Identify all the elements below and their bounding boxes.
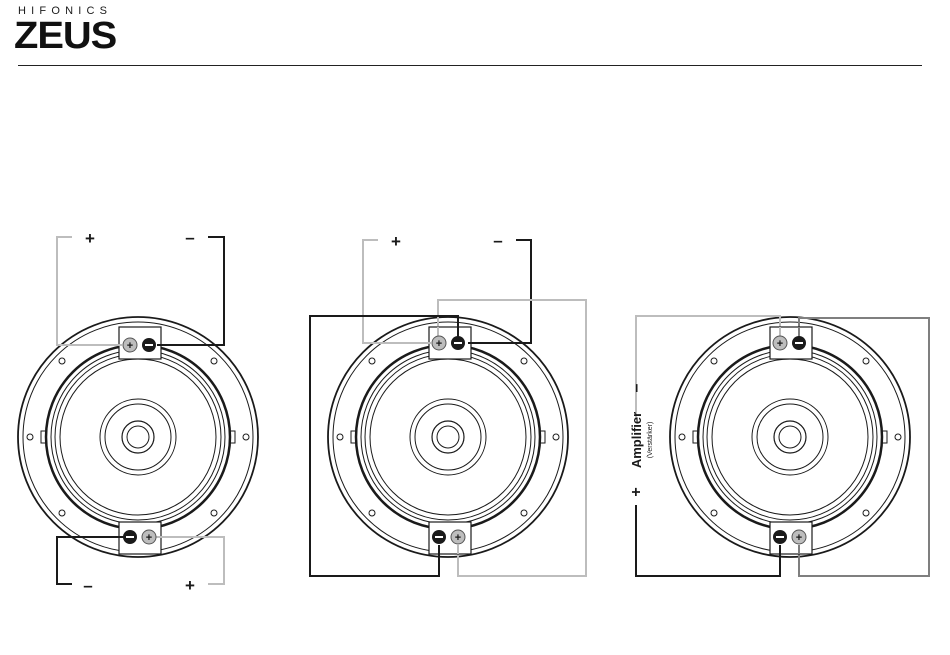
- plus-terminal-bottom: +: [792, 530, 806, 544]
- plus-terminal-top: +: [773, 336, 787, 350]
- minus-terminal-top: [451, 336, 465, 350]
- label-minus-bottom: –: [83, 576, 92, 595]
- minus-terminal-top: [792, 336, 806, 350]
- minus-terminal-top: [142, 338, 156, 352]
- label-plus-top: +: [85, 229, 95, 248]
- plus-terminal-bottom: +: [142, 530, 156, 544]
- positive-wire-top: [57, 237, 122, 345]
- label-plus-top: +: [391, 232, 401, 251]
- amplifier-label-group: + Amplifier (Verstärker) –: [628, 383, 654, 496]
- label-plus-bottom: +: [185, 576, 195, 595]
- minus-terminal-bottom: [432, 530, 446, 544]
- amplifier-positive-wire: [636, 316, 780, 420]
- label-minus-top: –: [185, 228, 194, 247]
- speaker-diagram-3: + + + Amplifier (Verstärker) –: [628, 316, 929, 576]
- svg-text:+: +: [777, 338, 783, 350]
- svg-text:+: +: [796, 532, 802, 544]
- plus-terminal-bottom: +: [451, 530, 465, 544]
- svg-text:+: +: [146, 532, 152, 544]
- label-minus-top: –: [493, 231, 502, 250]
- speaker-diagram-2: + + + –: [310, 231, 586, 576]
- plus-terminal-top: +: [123, 338, 137, 352]
- plus-terminal-top: +: [432, 336, 446, 350]
- svg-text:+: +: [436, 338, 442, 350]
- speaker-diagram-1: + + + – – +: [18, 228, 258, 595]
- amplifier-plus-label: +: [628, 487, 645, 496]
- minus-terminal-bottom: [773, 530, 787, 544]
- amplifier-sublabel: (Verstärker): [647, 422, 654, 459]
- svg-text:+: +: [127, 340, 133, 352]
- amplifier-negative-wire: [636, 505, 780, 576]
- minus-terminal-bottom: [123, 530, 137, 544]
- amplifier-label: Amplifier: [629, 412, 644, 468]
- amplifier-minus-label: –: [628, 383, 645, 392]
- svg-text:+: +: [455, 532, 461, 544]
